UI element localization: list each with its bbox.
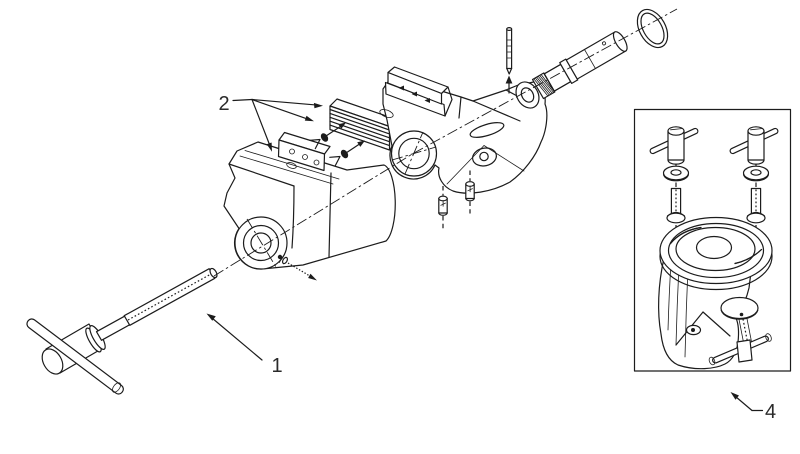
dowel-pins [438,170,475,230]
screw-thread [123,268,216,326]
callout-4-label: 4 [765,401,776,423]
clamp-pad [720,296,759,320]
insert-screws [309,122,365,167]
base-slot [469,122,505,138]
rear-jaw-insert [329,98,398,151]
callout-4: 4 [730,392,776,423]
movable-front-jaw [223,141,396,270]
swivel-base-disc [659,216,773,291]
main-screw-assembly [26,267,218,395]
assembly-centerline [213,8,678,277]
spindle-sleeve [531,31,628,100]
swivel-base-inset [633,108,792,372]
set-pin [505,27,513,94]
clamp-screw [708,296,772,366]
vise-body [379,66,548,194]
jaw-surface-lines [228,150,340,258]
center-hole [695,235,733,260]
knurl-texture [533,74,554,96]
callout-1-label: 1 [271,355,282,377]
spindle-bore [515,81,540,109]
rear-jaw-rail [384,66,453,117]
taper-pin [279,256,317,281]
serration-lines [329,108,391,147]
retaining-ring [636,8,669,49]
tommy-bar [26,318,124,395]
callout-2: 2 [218,93,323,152]
callout-2-label: 2 [218,93,229,115]
front-jaw-insert [277,131,331,172]
callout-1: 1 [206,313,283,377]
bolt-hole-boss [472,147,497,167]
